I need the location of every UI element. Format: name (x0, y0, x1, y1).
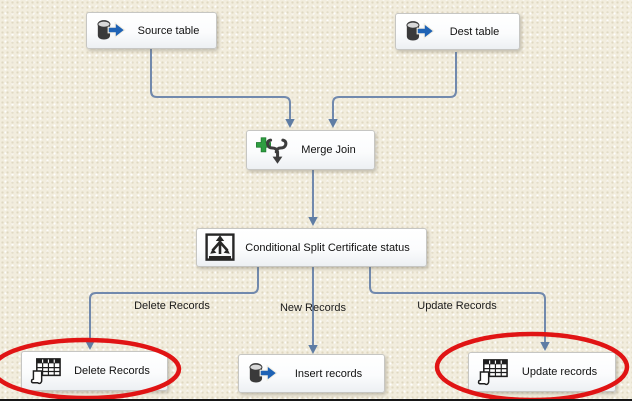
node-label: Conditional Split Certificate status (245, 241, 410, 254)
connector-source-to-merge[interactable] (150, 49, 295, 128)
ole-db-command-icon (30, 356, 63, 387)
database-source-icon (404, 19, 436, 44)
edge-label-delete-records: Delete Records (134, 300, 210, 312)
connector-merge-to-split[interactable] (308, 170, 318, 226)
node-conditional-split[interactable]: Conditional Split Certificate status (196, 228, 427, 267)
connector-dest-to-merge[interactable] (328, 52, 457, 128)
ole-db-command-icon (477, 357, 510, 388)
conditional-split-icon (205, 233, 235, 263)
node-label: Dest table (449, 25, 500, 38)
merge-join-icon (255, 136, 289, 165)
node-label: Merge Join (301, 144, 356, 156)
node-label: Delete Records (74, 365, 150, 377)
connector-split-to-insert[interactable] (308, 267, 318, 354)
ole-db-destination-icon (247, 361, 279, 386)
node-merge-join[interactable]: Merge Join (246, 130, 375, 170)
node-label: Source table (137, 24, 200, 37)
node-source-table[interactable]: Source table (86, 12, 217, 49)
database-source-icon (95, 18, 127, 43)
node-label: Update records (521, 366, 598, 378)
node-delete-records[interactable]: Delete Records (21, 351, 168, 391)
edge-label-update-records: Update Records (417, 300, 497, 312)
node-insert-records[interactable]: Insert records (238, 354, 385, 393)
node-update-records[interactable]: Update records (468, 352, 616, 392)
node-dest-table[interactable]: Dest table (395, 13, 520, 50)
edge-label-new-records: New Records (279, 302, 347, 314)
node-label: Insert records (294, 367, 363, 380)
